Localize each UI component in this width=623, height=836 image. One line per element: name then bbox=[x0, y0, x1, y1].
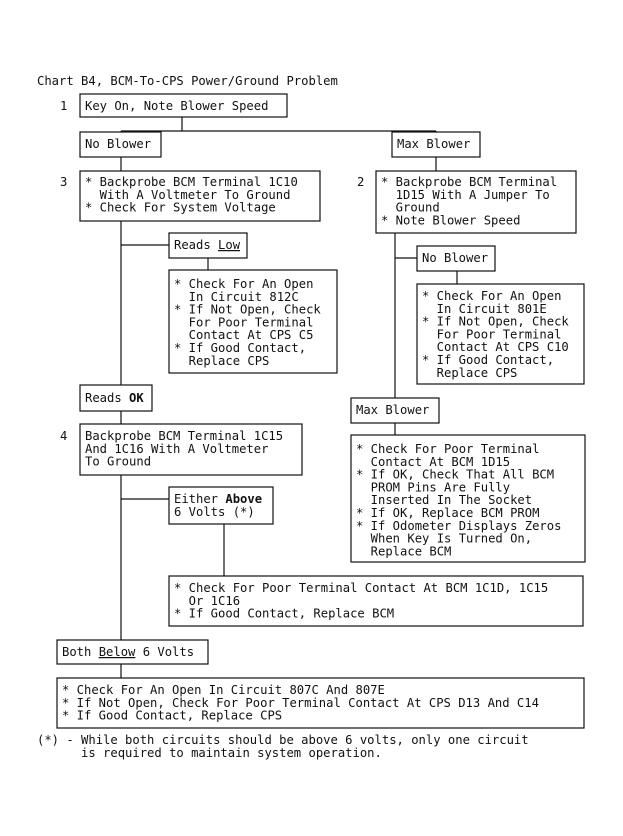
node-c1d-check: * Check For Poor Terminal Contact At BCM… bbox=[168, 575, 584, 627]
text-line: With A Voltmeter To Ground bbox=[85, 188, 290, 202]
reads-low-label: Reads Low bbox=[174, 238, 241, 252]
text-line: * Note Blower Speed bbox=[381, 213, 520, 227]
node-step2: * Backprobe BCM Terminal 1D15 With A Jum… bbox=[375, 170, 577, 234]
node-reads-low: Reads Low bbox=[168, 232, 248, 259]
text-line: For Poor Terminal bbox=[422, 327, 561, 341]
node-max-blower-step1: Max Blower bbox=[391, 131, 481, 158]
text-line: Max Blower bbox=[397, 137, 470, 151]
text-line: * If Good Contact, Replace BCM bbox=[174, 607, 394, 621]
text-line: When Key Is Turned On, bbox=[356, 532, 532, 546]
text-line: Contact At CPS C5 bbox=[174, 328, 313, 342]
svg-text:* Check For An Open In Circui: * Check For An Open In Circuit 812C* If … bbox=[174, 277, 321, 368]
text-line: * Check For System Voltage bbox=[85, 201, 276, 215]
text-line: * If Not Open, Check bbox=[174, 303, 321, 317]
svg-text:* Check For An Open In Circui: * Check For An Open In Circuit 801E* If … bbox=[422, 289, 569, 380]
text-line: Replace CPS bbox=[422, 366, 517, 380]
node-step3: * Backprobe BCM Terminal 1C10 With A Vol… bbox=[79, 170, 321, 222]
text-line: Or 1C16 bbox=[174, 594, 240, 608]
text-line: Replace BCM bbox=[356, 544, 451, 558]
node-open-801e: * Check For An Open In Circuit 801E* If … bbox=[416, 283, 585, 385]
footnote: (*) - While both circuits should be abov… bbox=[37, 733, 529, 760]
text-line: * Check For Poor Terminal Contact At BCM… bbox=[174, 581, 548, 595]
reads-ok-label: Reads OK bbox=[85, 391, 144, 405]
svg-text:* Check For Poor Terminal Cont: * Check For Poor Terminal Contact At BCM… bbox=[174, 581, 548, 621]
text-line: 1D15 With A Jumper To bbox=[381, 188, 550, 202]
text-line: In Circuit 812C bbox=[174, 290, 299, 304]
text-line: * If OK, Replace BCM PROM bbox=[356, 506, 539, 520]
text-line: * Check For An Open bbox=[174, 277, 313, 291]
node-d15-check: * Check For Poor Terminal Contact At BCM… bbox=[350, 434, 586, 563]
text-line: * Backprobe BCM Terminal 1C10 bbox=[85, 175, 298, 189]
both-below-label: Both Below 6 Volts bbox=[62, 645, 194, 659]
chart-title: Chart B4, BCM-To-CPS Power/Ground Proble… bbox=[37, 74, 338, 88]
text-line: is required to maintain system operation… bbox=[37, 746, 382, 760]
text-line: * If Good Contact, bbox=[174, 341, 306, 355]
node-key-on: Key On, Note Blower Speed bbox=[79, 93, 288, 118]
text-line: Inserted In The Socket bbox=[356, 493, 532, 507]
text-line: * If OK, Check That All BCM bbox=[356, 468, 554, 482]
node-no-blower-step1: No Blower bbox=[79, 131, 162, 158]
connectors bbox=[120, 117, 458, 678]
text-line: No Blower bbox=[85, 137, 151, 151]
node-open-812c: * Check For An Open In Circuit 812C* If … bbox=[168, 269, 338, 374]
svg-text:* Backprobe BCM Terminal 1D15: * Backprobe BCM Terminal 1D15 With A Jum… bbox=[381, 175, 557, 227]
svg-text:Max Blower: Max Blower bbox=[356, 403, 429, 417]
either-above-line2: 6 Volts (*) bbox=[174, 505, 255, 519]
node-reads-ok: Reads OK bbox=[79, 384, 153, 412]
text-line: PROM Pins Are Fully bbox=[356, 480, 510, 494]
text-line: * If Not Open, Check For Poor Terminal C… bbox=[62, 696, 539, 710]
node-both-below: Both Below 6 Volts bbox=[56, 639, 209, 665]
step-number-4: 4 bbox=[60, 429, 67, 443]
text-line: Contact At BCM 1D15 bbox=[356, 455, 510, 469]
either-above-line1: Either Above bbox=[174, 492, 262, 506]
text-line: * Check For An Open In Circuit 807C And … bbox=[62, 683, 385, 697]
node-max-blower-step2: Max Blower bbox=[350, 397, 440, 424]
text-line: * If Not Open, Check bbox=[422, 315, 569, 329]
text-line: * If Odometer Displays Zeros bbox=[356, 519, 561, 533]
text-line: Ground bbox=[381, 201, 440, 215]
text-line: To Ground bbox=[85, 455, 151, 469]
text-line: * Check For Poor Terminal bbox=[356, 442, 539, 456]
text-line: * Backprobe BCM Terminal bbox=[381, 175, 557, 189]
svg-text:Key On, Note Blower Speed: Key On, Note Blower Speed bbox=[85, 99, 268, 113]
text-line: And 1C16 With A Voltmeter bbox=[85, 442, 268, 456]
svg-text:Max Blower: Max Blower bbox=[397, 137, 470, 151]
text-line: Key On, Note Blower Speed bbox=[85, 99, 268, 113]
text-line: * Check For An Open bbox=[422, 289, 561, 303]
text-line: In Circuit 801E bbox=[422, 302, 547, 316]
step-number-2: 2 bbox=[357, 175, 364, 189]
text-line: Max Blower bbox=[356, 403, 429, 417]
node-no-blower-step2: No Blower bbox=[416, 245, 496, 272]
node-either-above: Either Above 6 Volts (*) bbox=[168, 486, 274, 525]
text-line: For Poor Terminal bbox=[174, 315, 313, 329]
node-open-807: * Check For An Open In Circuit 807C And … bbox=[56, 677, 585, 729]
svg-text:No Blower: No Blower bbox=[85, 137, 151, 151]
svg-text:* Backprobe BCM Terminal 1C10: * Backprobe BCM Terminal 1C10 With A Vol… bbox=[85, 175, 298, 215]
svg-text:* Check For An Open In Circuit: * Check For An Open In Circuit 807C And … bbox=[62, 683, 539, 723]
step-number-3: 3 bbox=[60, 175, 67, 189]
text-line: Contact At CPS C10 bbox=[422, 340, 569, 354]
svg-text:No Blower: No Blower bbox=[422, 251, 488, 265]
text-line: * If Good Contact, bbox=[422, 353, 554, 367]
text-line: * If Good Contact, Replace CPS bbox=[62, 709, 282, 723]
text-line: No Blower bbox=[422, 251, 488, 265]
text-line: Backprobe BCM Terminal 1C15 bbox=[85, 429, 283, 443]
text-line: (*) - While both circuits should be abov… bbox=[37, 733, 529, 747]
svg-text:* Check For Poor Terminal Con: * Check For Poor Terminal Contact At BCM… bbox=[356, 442, 561, 558]
text-line: Replace CPS bbox=[174, 354, 269, 368]
step-number-1: 1 bbox=[60, 99, 67, 113]
